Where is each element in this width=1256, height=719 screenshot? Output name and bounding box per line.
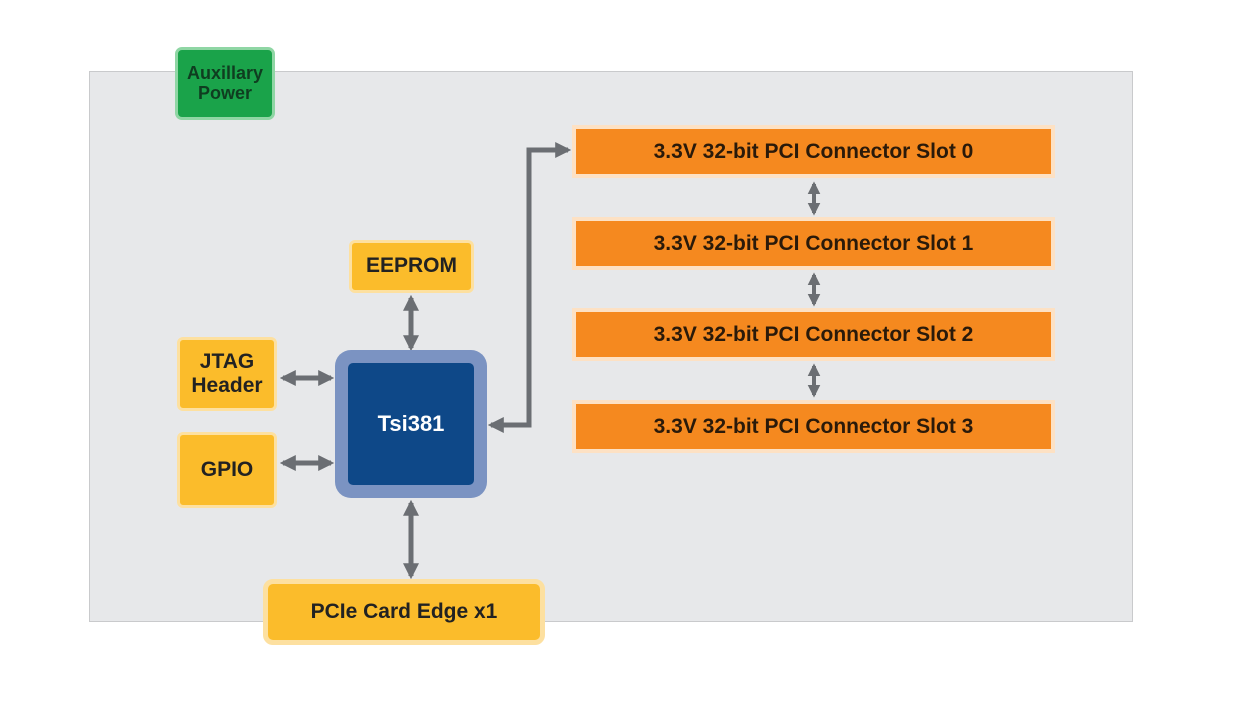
pcie-card-edge-box: PCIe Card Edge x1 [263,579,545,645]
pci-slot-1: 3.3V 32-bit PCI Connector Slot 1 [572,217,1055,270]
pci-slot-2: 3.3V 32-bit PCI Connector Slot 2 [572,308,1055,361]
pci-bus-arrow [487,141,572,434]
tsi381-label: Tsi381 [348,363,474,485]
eeprom-box: EEPROM [349,240,474,293]
pci-slot-3: 3.3V 32-bit PCI Connector Slot 3 [572,400,1055,453]
jtag-header-box: JTAG Header [177,337,277,411]
auxiliary-power-box: Auxillary Power [175,47,275,120]
pci-slot-0: 3.3V 32-bit PCI Connector Slot 0 [572,125,1055,178]
gpio-box: GPIO [177,432,277,508]
tsi381-chip: Tsi381 [335,350,487,498]
